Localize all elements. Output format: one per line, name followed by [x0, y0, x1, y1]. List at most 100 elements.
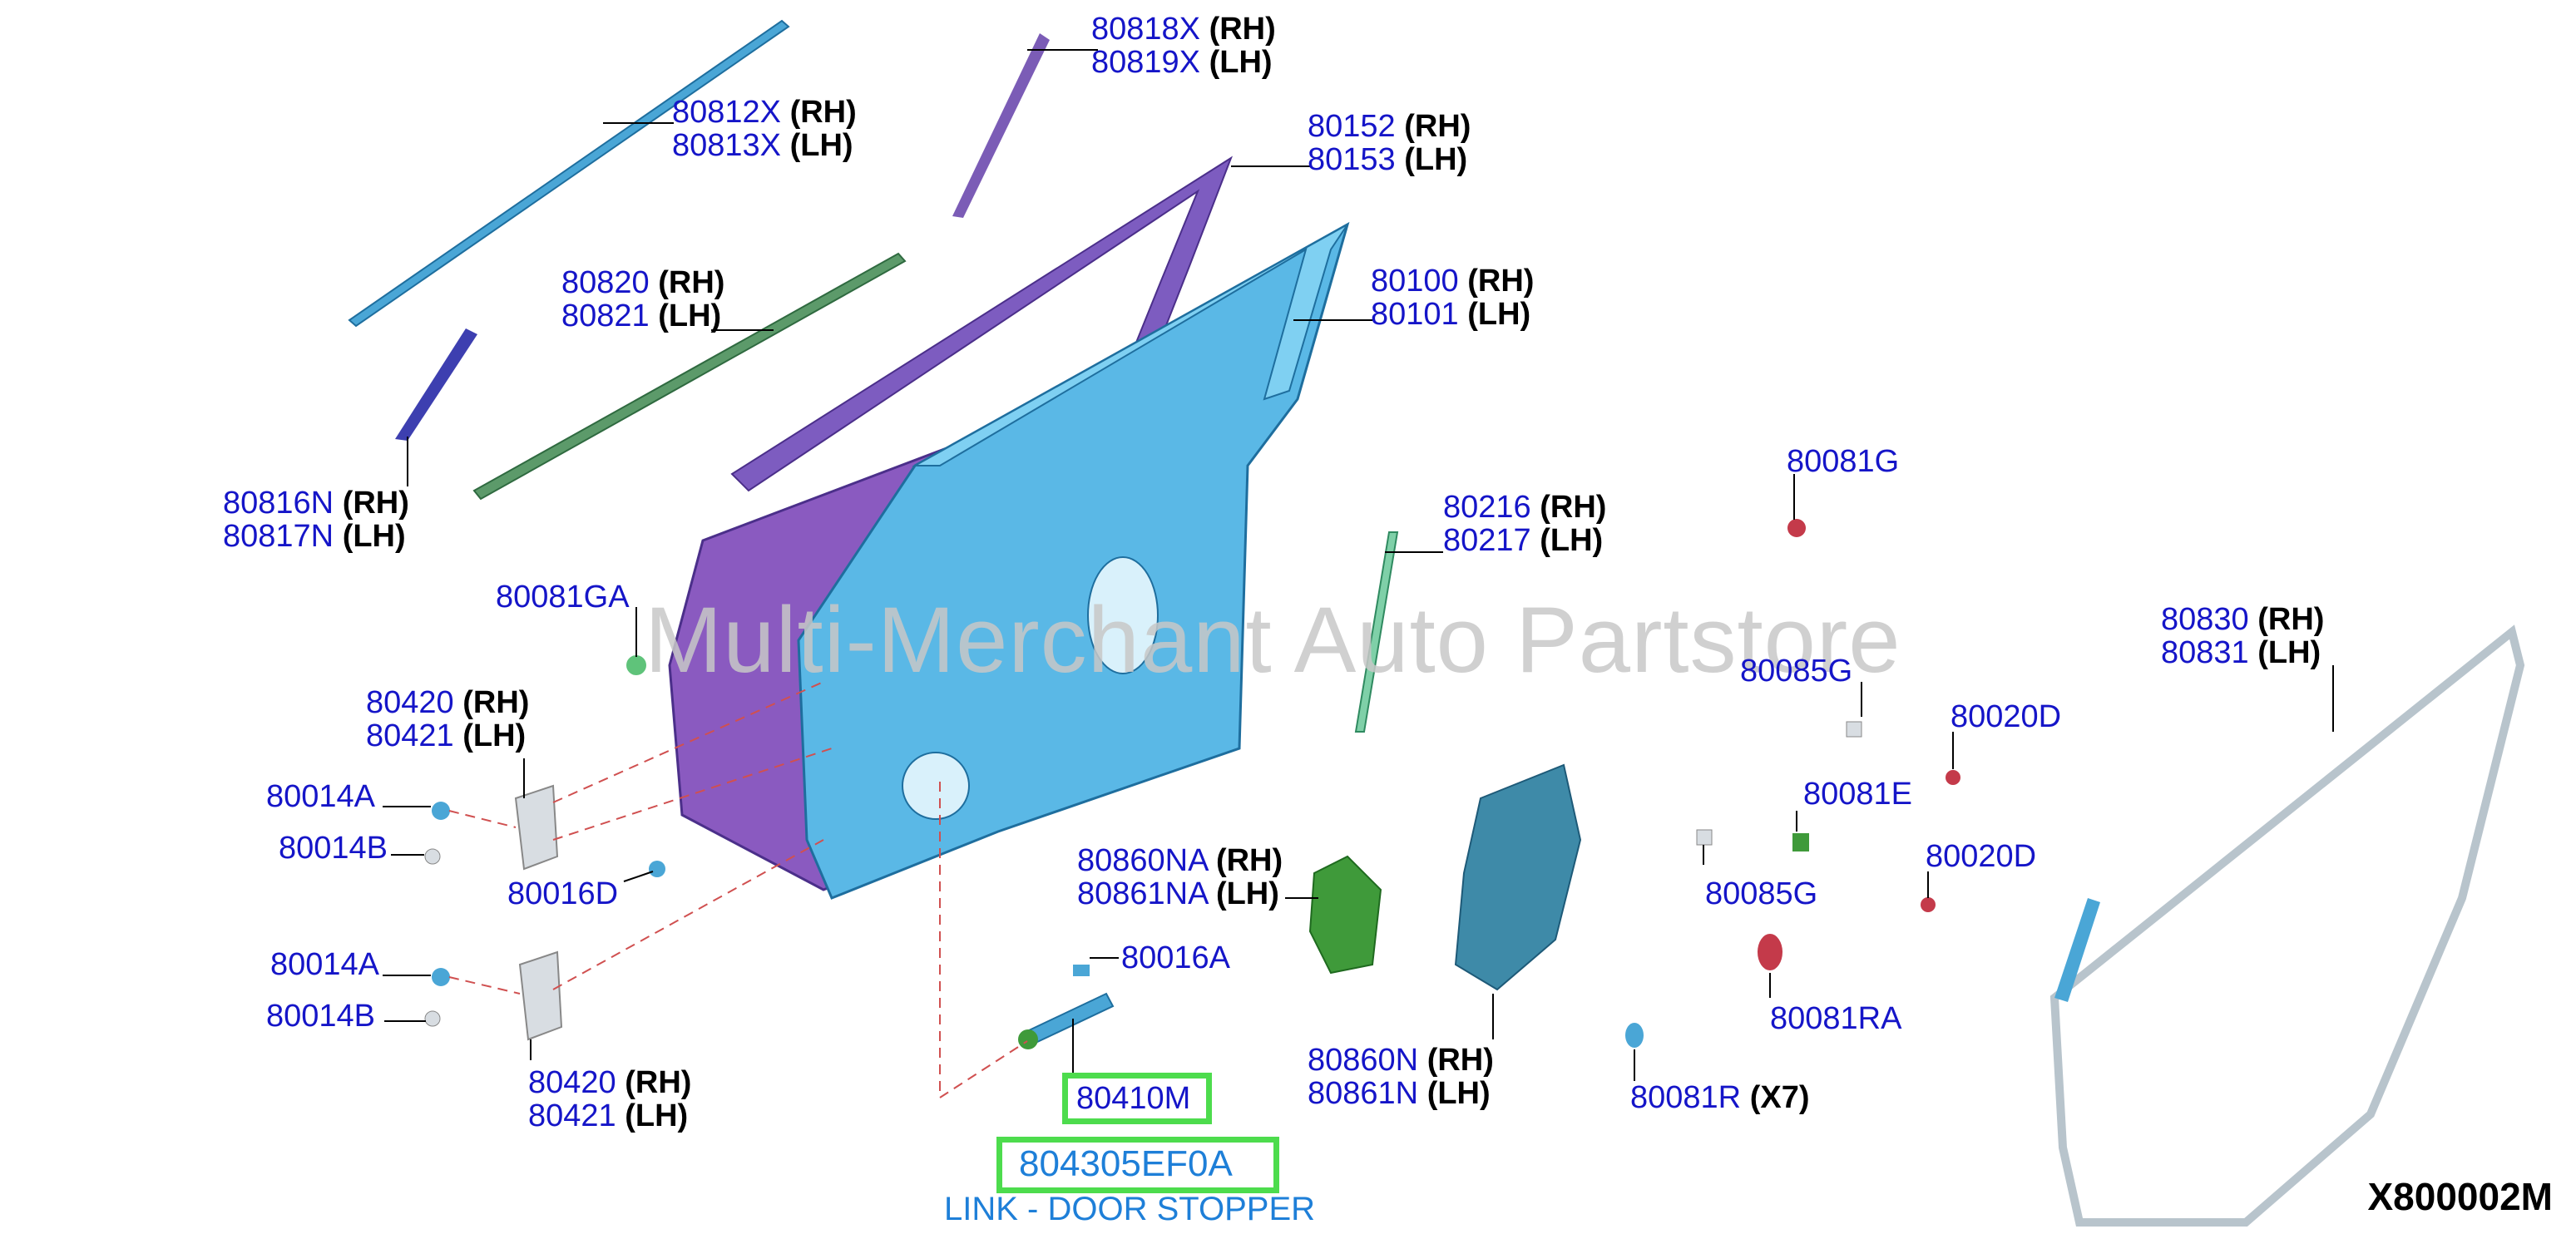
weatherstrip: [2049, 624, 2525, 1227]
side-marker: (RH): [625, 1065, 692, 1100]
part-number[interactable]: 80861NA: [1077, 876, 1208, 911]
weatherstrip-end: [2054, 898, 2100, 1002]
part-number[interactable]: 80014B: [266, 999, 376, 1034]
part-number[interactable]: 80085G: [1705, 876, 1818, 911]
part-number[interactable]: 80081RA: [1770, 1001, 1902, 1036]
callout-80820[interactable]: 80820 (RH) 80821 (LH): [561, 266, 724, 333]
part-number[interactable]: 80813X: [672, 128, 782, 163]
part-number[interactable]: 80831: [2161, 635, 2249, 670]
roof-moulding-strip: [348, 19, 790, 328]
side-marker: (RH): [1540, 490, 1607, 525]
callout-80830[interactable]: 80830 (RH) 80831 (LH): [2161, 603, 2324, 669]
part-number[interactable]: 80820: [561, 265, 650, 300]
clip-80085G-bottom: [1696, 829, 1713, 846]
callout-80816N[interactable]: 80816N (RH) 80817N (LH): [223, 486, 409, 553]
part-number[interactable]: 80421: [528, 1098, 616, 1133]
part-number[interactable]: 80421: [366, 718, 454, 753]
callout-80152[interactable]: 80152 (RH) 80153 (LH): [1308, 110, 1471, 176]
highlight-part-ref-box[interactable]: 80410M: [1062, 1073, 1212, 1124]
part-number[interactable]: 80020D: [1951, 699, 2062, 734]
part-number[interactable]: 80816N: [223, 486, 334, 521]
part-number[interactable]: 80830: [2161, 602, 2249, 637]
part-number[interactable]: 80818X: [1091, 12, 1201, 47]
part-number[interactable]: 80100: [1371, 264, 1459, 299]
callout-80081GA[interactable]: 80081GA: [496, 580, 630, 614]
module-green: [1308, 855, 1382, 975]
callout-80216[interactable]: 80216 (RH) 80217 (LH): [1443, 491, 1606, 557]
side-marker: (RH): [462, 685, 530, 720]
bolt-80014A-top: [432, 802, 450, 820]
callout-80860N[interactable]: 80860N (RH) 80861N (LH): [1308, 1044, 1494, 1110]
part-number[interactable]: 80217: [1443, 523, 1531, 558]
clip-80081E: [1792, 833, 1809, 851]
callout-80081RA[interactable]: 80081RA: [1770, 1002, 1901, 1035]
callout-80420-upper[interactable]: 80420 (RH) 80421 (LH): [366, 686, 529, 753]
side-marker: (X7): [1749, 1080, 1810, 1115]
part-number[interactable]: 80420: [528, 1065, 616, 1100]
part-number[interactable]: 80812X: [672, 95, 782, 130]
upper-hinge: [514, 784, 559, 871]
callout-80014A-lower[interactable]: 80014A: [270, 948, 379, 981]
part-number[interactable]: 80016D: [507, 876, 619, 911]
callout-80860NA[interactable]: 80860NA (RH) 80861NA (LH): [1077, 844, 1283, 911]
callout-80081E[interactable]: 80081E: [1803, 777, 1912, 811]
part-number[interactable]: 80081E: [1803, 777, 1913, 812]
clip-80081G: [1787, 519, 1806, 537]
part-number[interactable]: 80016A: [1121, 940, 1231, 975]
part-number[interactable]: 80085G: [1740, 654, 1853, 689]
part-number[interactable]: 80860N: [1308, 1043, 1419, 1078]
clip-80081GA: [626, 655, 646, 675]
side-marker: (RH): [1404, 109, 1471, 144]
part-number[interactable]: 80081G: [1787, 444, 1900, 479]
callout-80020D-top[interactable]: 80020D: [1951, 700, 2061, 733]
part-number[interactable]: 80860NA: [1077, 843, 1208, 878]
part-number[interactable]: 80420: [366, 685, 454, 720]
clip-80020D-bottom: [1921, 897, 1936, 912]
callout-80085G-top[interactable]: 80085G: [1740, 654, 1852, 688]
callout-80014B-upper[interactable]: 80014B: [279, 832, 388, 865]
part-number[interactable]: 80861N: [1308, 1076, 1419, 1111]
callout-80020D-bottom[interactable]: 80020D: [1926, 840, 2036, 873]
part-number[interactable]: 80014A: [270, 947, 380, 982]
callout-80085G-bottom[interactable]: 80085G: [1705, 877, 1817, 911]
callout-80812X[interactable]: 80812X (RH) 80813X (LH): [672, 96, 857, 162]
side-marker: (LH): [625, 1098, 689, 1133]
callout-80016D[interactable]: 80016D: [507, 877, 618, 911]
bolt-80014B-bottom: [424, 1010, 441, 1027]
highlight-part-number[interactable]: 804305EF0A: [1019, 1143, 1233, 1184]
side-marker: (RH): [2257, 602, 2325, 637]
door-checker-mount: [1018, 1029, 1038, 1049]
part-number[interactable]: 80817N: [223, 519, 334, 554]
callout-80014B-lower[interactable]: 80014B: [266, 1000, 375, 1033]
part-number[interactable]: 80821: [561, 299, 650, 333]
part-number[interactable]: 80014A: [266, 779, 376, 814]
part-number[interactable]: 80081GA: [496, 580, 630, 615]
diagram-code: X800002M: [2367, 1175, 2554, 1218]
callout-80014A-upper[interactable]: 80014A: [266, 780, 375, 813]
bolt-80014A-bottom: [432, 968, 450, 986]
callout-80420-lower[interactable]: 80420 (RH) 80421 (LH): [528, 1066, 691, 1133]
part-number[interactable]: 80819X: [1091, 45, 1201, 80]
side-marker: (RH): [658, 265, 725, 300]
part-number[interactable]: 80020D: [1926, 839, 2037, 874]
highlight-part-number-box[interactable]: 804305EF0A: [996, 1137, 1279, 1193]
side-marker: (RH): [789, 95, 857, 130]
callout-80100[interactable]: 80100 (RH) 80101 (LH): [1371, 264, 1534, 331]
callout-80081R[interactable]: 80081R (X7): [1630, 1081, 1809, 1114]
side-marker: (LH): [342, 519, 406, 554]
leader-lines: [383, 49, 2334, 1081]
bolt-80014B-top: [424, 848, 441, 865]
part-number[interactable]: 80153: [1308, 142, 1396, 177]
part-number[interactable]: 80101: [1371, 297, 1459, 332]
part-number[interactable]: 80152: [1308, 109, 1396, 144]
part-number[interactable]: 80014B: [279, 831, 388, 866]
highlight-part-ref[interactable]: 80410M: [1076, 1081, 1191, 1116]
plug-80081R: [1625, 1023, 1644, 1048]
callout-80818X[interactable]: 80818X (RH) 80819X (LH): [1091, 12, 1276, 79]
callout-80081G[interactable]: 80081G: [1787, 445, 1899, 478]
part-number[interactable]: 80081R: [1630, 1080, 1742, 1115]
part-number[interactable]: 80216: [1443, 490, 1531, 525]
window-sash: [912, 224, 1348, 466]
corner-trim: [395, 328, 477, 441]
callout-80016A[interactable]: 80016A: [1121, 941, 1230, 975]
